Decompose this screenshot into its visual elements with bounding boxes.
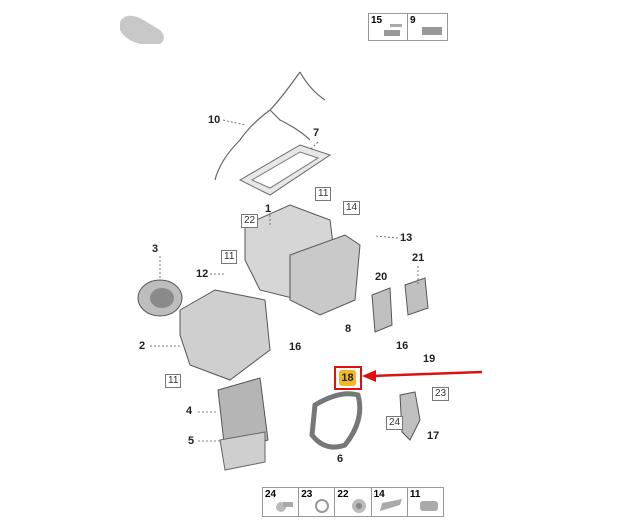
seal	[309, 391, 363, 450]
callout-5[interactable]: 5	[188, 435, 195, 447]
callout-16[interactable]: 16	[396, 340, 409, 352]
wiring-harness	[214, 71, 326, 181]
kit-23[interactable]: 23	[299, 488, 336, 516]
callout-18: 18	[339, 370, 356, 386]
top-kit-panel: 15 9	[368, 13, 448, 41]
callout-8[interactable]: 8	[345, 323, 352, 335]
callout-11[interactable]: 11	[165, 374, 182, 388]
callout-23[interactable]: 23	[432, 387, 450, 401]
clip-icon	[422, 27, 442, 35]
callout-22[interactable]: 22	[241, 214, 259, 228]
kit-14[interactable]: 14	[372, 488, 408, 516]
callout-13[interactable]: 13	[400, 232, 413, 244]
callout-2[interactable]: 2	[139, 340, 146, 352]
callout-10[interactable]: 10	[208, 114, 221, 126]
vehicle-silhouette-icon	[120, 15, 164, 44]
callout-11[interactable]: 11	[221, 250, 238, 264]
bottom-kit-panel: 24 23 22 14 11	[262, 487, 444, 517]
callout-7[interactable]: 7	[313, 127, 320, 139]
actuators	[371, 277, 429, 441]
kit-15[interactable]: 15	[369, 14, 408, 40]
bracket-icon	[379, 499, 402, 511]
highlighted-part-18[interactable]: 18	[334, 366, 362, 390]
kit-24[interactable]: 24	[263, 488, 300, 516]
callout-17[interactable]: 17	[427, 430, 440, 442]
callout-21[interactable]: 21	[412, 252, 425, 264]
hvac-housing	[179, 204, 361, 381]
callout-12[interactable]: 12	[196, 268, 209, 280]
callout-24[interactable]: 24	[386, 416, 404, 430]
arrow-to-part-18	[362, 370, 483, 382]
kit-11[interactable]: 11	[408, 488, 443, 516]
rivet-icon	[276, 502, 294, 512]
callout-16[interactable]: 16	[289, 341, 302, 353]
callout-20[interactable]: 20	[375, 271, 388, 283]
screw-icon	[384, 24, 402, 36]
nut-icon	[351, 499, 366, 513]
kit-9[interactable]: 9	[408, 14, 447, 40]
connector-icon	[420, 501, 439, 511]
callout-19[interactable]: 19	[423, 353, 436, 365]
hose-clamp-icon	[315, 499, 330, 513]
blower-motor	[137, 279, 183, 317]
callout-3[interactable]: 3	[152, 243, 159, 255]
kit-22[interactable]: 22	[335, 488, 372, 516]
callout-4[interactable]: 4	[186, 405, 193, 417]
callout-1[interactable]: 1	[265, 203, 272, 215]
cabin-filter	[238, 144, 332, 196]
callout-11[interactable]: 11	[315, 187, 332, 201]
bracket	[219, 431, 266, 471]
callout-6[interactable]: 6	[337, 453, 344, 465]
callout-14[interactable]: 14	[343, 201, 361, 215]
